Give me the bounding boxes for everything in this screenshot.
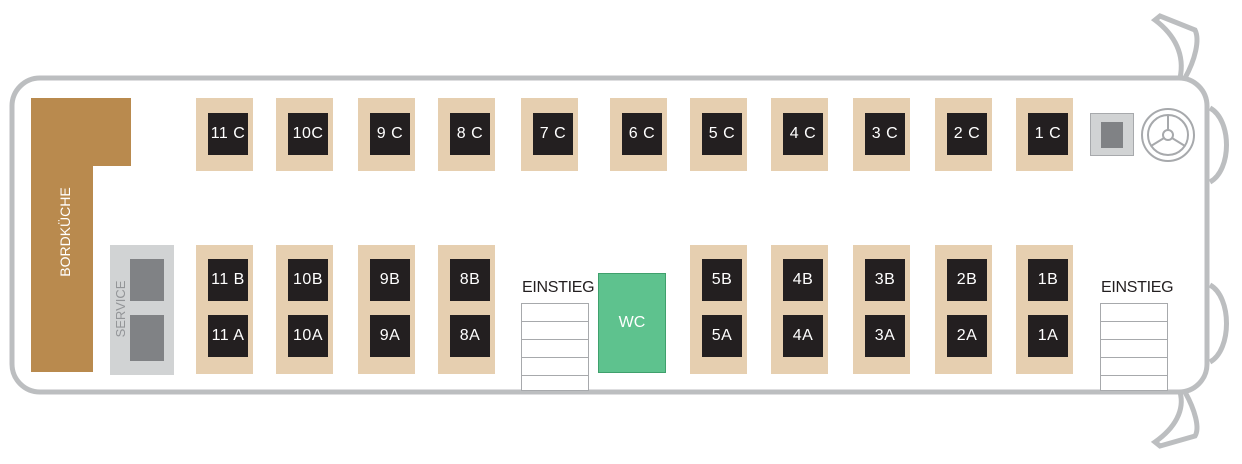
seat-frame[interactable]: 6 C: [610, 98, 667, 171]
seat-c[interactable]: 5 C: [702, 113, 742, 155]
seat-b[interactable]: 9B: [370, 259, 410, 301]
galley-label-text: BORDKÜCHE: [57, 187, 73, 277]
mirror-top: [1150, 13, 1200, 80]
galley-label: BORDKÜCHE: [53, 152, 77, 312]
seat-a[interactable]: 1A: [1028, 315, 1068, 357]
wheel-arch-rear: [1208, 282, 1229, 365]
seat-a[interactable]: 3A: [865, 315, 905, 357]
seat-frame[interactable]: 3 C: [853, 98, 910, 171]
seat-frame[interactable]: 8 C: [438, 98, 495, 171]
seat-b[interactable]: 1B: [1028, 259, 1068, 301]
seat-frame[interactable]: 7 C: [521, 98, 578, 171]
wc-room: WC: [598, 273, 666, 373]
seat-frame[interactable]: 2 C: [935, 98, 992, 171]
service-unit-top: [130, 259, 164, 301]
seat-b[interactable]: 10B: [288, 259, 328, 301]
wheel-arch-front: [1208, 105, 1229, 185]
seat-b[interactable]: 2B: [947, 259, 987, 301]
wc-label: WC: [618, 314, 646, 331]
service-label: SERVICE: [111, 271, 129, 347]
galley-area: [29, 96, 133, 374]
steering-wheel-icon: [1141, 108, 1195, 162]
seat-c[interactable]: 9 C: [370, 113, 410, 155]
seat-c[interactable]: 3 C: [865, 113, 905, 155]
seat-b[interactable]: 11 B: [208, 259, 248, 301]
service-station: [110, 245, 174, 375]
seat-a[interactable]: 4A: [783, 315, 823, 357]
seat-c[interactable]: 4 C: [783, 113, 823, 155]
seat-a[interactable]: 2A: [947, 315, 987, 357]
seat-frame[interactable]: 4 C: [771, 98, 828, 171]
entrance-middle-stairs: [521, 303, 589, 391]
service-label-text: SERVICE: [112, 280, 128, 338]
seat-a[interactable]: 11 A: [208, 315, 248, 357]
seat-a[interactable]: 9A: [370, 315, 410, 357]
seat-c[interactable]: 11 C: [208, 113, 248, 155]
seat-a[interactable]: 8A: [450, 315, 490, 357]
seat-b[interactable]: 4B: [783, 259, 823, 301]
seat-b[interactable]: 3B: [865, 259, 905, 301]
seat-frame[interactable]: 9 C: [358, 98, 415, 171]
seat-a[interactable]: 5A: [702, 315, 742, 357]
entrance-front-label: EINSTIEG: [1101, 279, 1174, 296]
service-unit-bottom: [130, 315, 164, 361]
seat-c[interactable]: 1 C: [1028, 113, 1068, 155]
seat-a[interactable]: 10A: [288, 315, 328, 357]
seat-frame[interactable]: 5 C: [690, 98, 747, 171]
seat-b[interactable]: 8B: [450, 259, 490, 301]
seat-frame[interactable]: 11 C: [196, 98, 253, 171]
entrance-front-stairs: [1100, 303, 1168, 391]
driver-seat-icon: [1090, 113, 1134, 156]
seat-c[interactable]: 10C: [288, 113, 328, 155]
seat-c[interactable]: 2 C: [947, 113, 987, 155]
mirror-bottom: [1150, 390, 1200, 449]
seat-frame[interactable]: 10C: [276, 98, 333, 171]
seat-c[interactable]: 7 C: [533, 113, 573, 155]
seat-b[interactable]: 5B: [702, 259, 742, 301]
seat-frame[interactable]: 11 B 11 A: [196, 245, 253, 374]
seat-c[interactable]: 8 C: [450, 113, 490, 155]
seat-c[interactable]: 6 C: [622, 113, 662, 155]
seat-frame[interactable]: 1 C: [1016, 98, 1073, 171]
entrance-middle-label: EINSTIEG: [522, 279, 595, 296]
